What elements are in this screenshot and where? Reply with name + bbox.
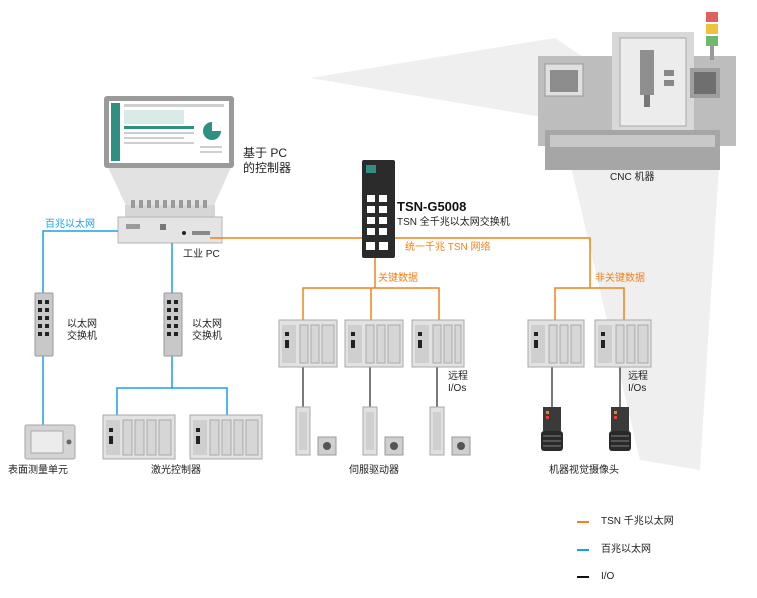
ethernet100-label: 百兆以太网 — [45, 219, 95, 230]
legend-label: I/O — [601, 571, 615, 582]
legend-swatch — [577, 549, 589, 551]
remote-io-label-2-line1: 远程 — [628, 371, 648, 382]
ethernet-switch-icon — [34, 292, 54, 357]
ethernet100-links — [42, 230, 228, 425]
vision-camera-label: 机器视觉摄像头 — [549, 465, 619, 476]
industrial-pc-label: 工业 PC — [183, 249, 220, 260]
remote-io-module-icon — [278, 319, 338, 368]
pc-controller-label-line2: 的控制器 — [243, 161, 292, 175]
remote-io-module-icon — [594, 319, 652, 368]
remote-io-module-icon — [344, 319, 404, 368]
industrial-pc-icon — [117, 200, 223, 244]
tsn-switch-icon — [362, 160, 395, 258]
remote-io-label-2-line2: I/Os — [628, 383, 647, 394]
laser-controller-icon — [189, 414, 263, 460]
eth-switch-left-line2: 交换机 — [67, 331, 97, 342]
legend-swatch — [577, 576, 589, 578]
laser-controller-label: 激光控制器 — [151, 465, 201, 476]
vision-camera-icon — [541, 407, 563, 451]
vision-camera-icon — [609, 407, 631, 451]
critical-data-label: 关键数据 — [378, 273, 418, 284]
noncritical-data-label: 非关键数据 — [595, 273, 645, 284]
servo-drive-icon — [429, 406, 471, 456]
surface-measurement-unit-icon — [24, 424, 76, 460]
legend-label: TSN 千兆以太网 — [601, 516, 674, 527]
servo-drive-label: 伺服驱动器 — [349, 465, 399, 476]
unified-network-label: 统一千兆 TSN 网络 — [405, 242, 491, 253]
io-links — [302, 367, 621, 407]
remote-io-label-1-line1: 远程 — [448, 371, 468, 382]
tsn-gigabit-links — [210, 237, 625, 320]
legend-label: 百兆以太网 — [601, 544, 651, 555]
servo-drive-icon — [362, 406, 404, 456]
surface-unit-label: 表面测量单元 — [8, 465, 68, 476]
cnc-machine-icon — [538, 12, 736, 170]
switch-desc-label: TSN 全千兆以太网交换机 — [397, 217, 510, 228]
eth-switch-right-line1: 以太网 — [192, 319, 222, 330]
switch-model-label: TSN-G5008 — [397, 199, 467, 214]
remote-io-module-icon — [527, 319, 585, 368]
legend-swatch — [577, 521, 589, 523]
pc-controller-label-line1: 基于 PC — [243, 146, 288, 160]
servo-drive-icon — [295, 406, 337, 456]
pc-monitor-icon — [104, 96, 234, 210]
remote-io-module-icon — [411, 319, 465, 368]
eth-switch-right-line2: 交换机 — [192, 331, 222, 342]
eth-switch-left-line1: 以太网 — [67, 319, 97, 330]
laser-controller-icon — [102, 414, 176, 460]
ethernet-switch-icon — [163, 292, 183, 357]
cnc-label: CNC 机器 — [610, 172, 655, 183]
remote-io-label-1-line2: I/Os — [448, 383, 467, 394]
